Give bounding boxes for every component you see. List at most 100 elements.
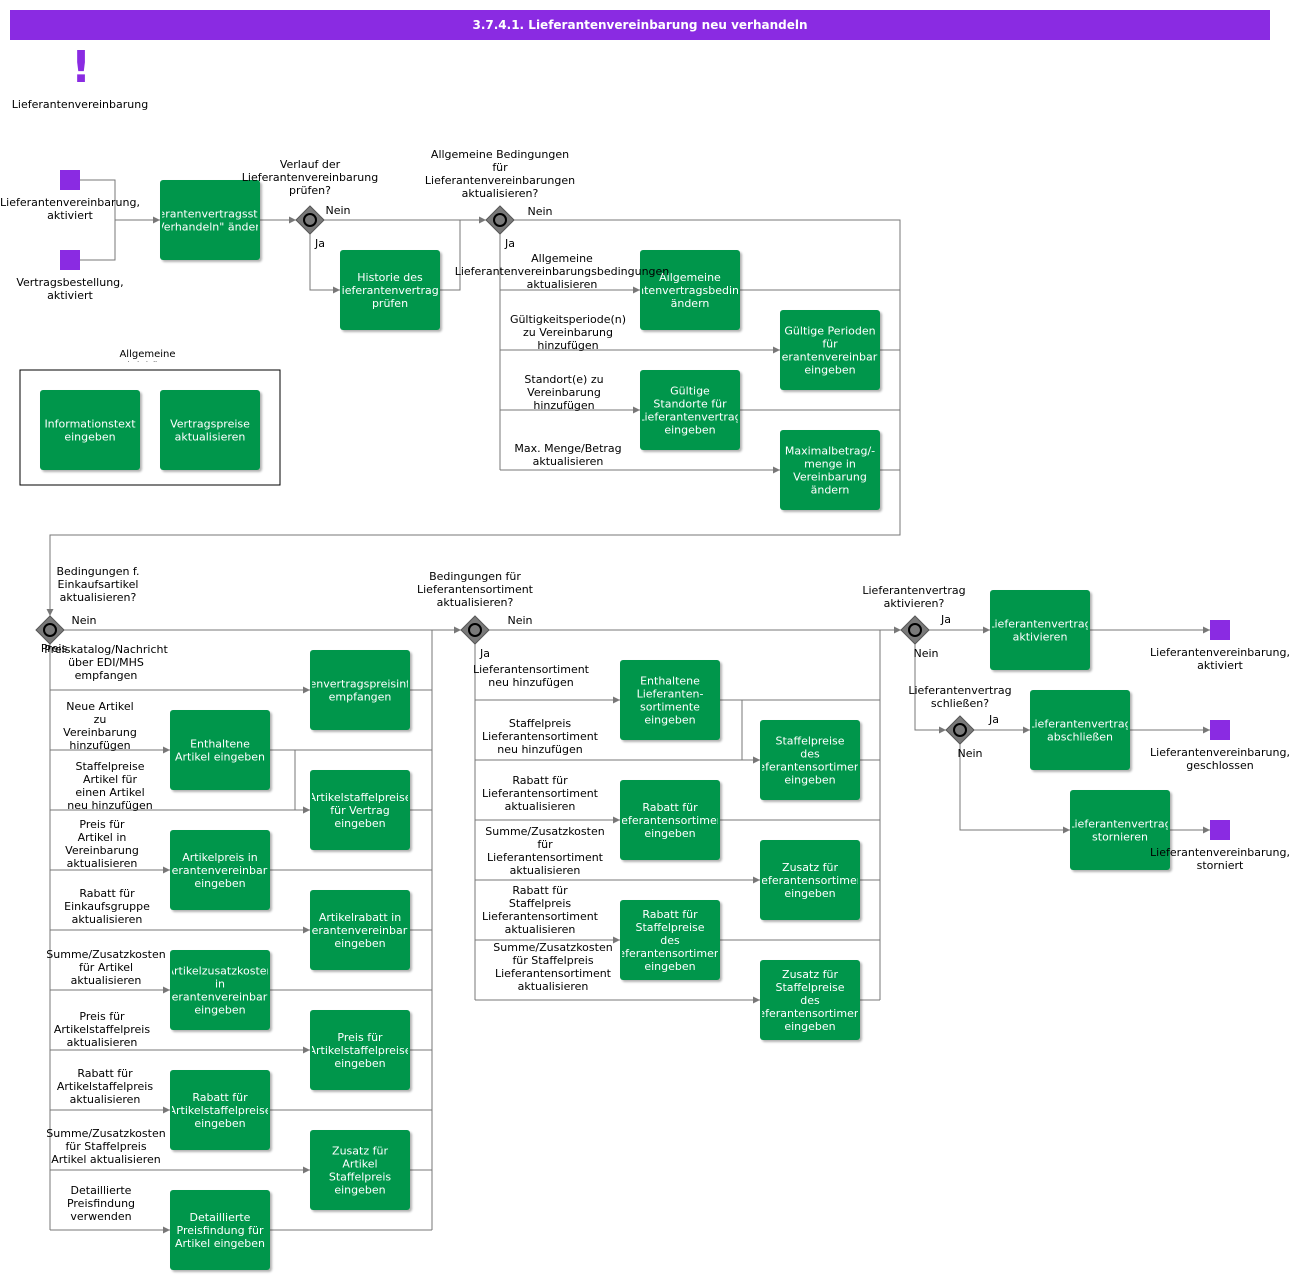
- event-end2[interactable]: [1210, 720, 1230, 740]
- event-label: Lieferantenvereinbarung,geschlossen: [1150, 746, 1290, 772]
- event-end3[interactable]: [1210, 820, 1230, 840]
- sequence-flow: [80, 220, 116, 261]
- info-element-label: Lieferantenvereinbarung: [11, 98, 149, 111]
- gateway-g6[interactable]: [945, 715, 975, 745]
- task-status[interactable]: Lieferantenvertragsstatus„Verhandeln" än…: [139, 180, 282, 260]
- flow-label-no: Nein: [507, 614, 532, 627]
- event-label: Vertragsbestellung,aktiviert: [16, 276, 123, 302]
- event-label: Lieferantenvereinbarung,storniert: [1150, 846, 1290, 872]
- sequence-flow: [46, 219, 901, 616]
- gateway-g3[interactable]: [35, 615, 65, 645]
- event-end1[interactable]: [1210, 620, 1230, 640]
- event-start2[interactable]: [60, 250, 80, 270]
- gateway-g1[interactable]: [295, 205, 325, 235]
- info-exclamation-icon: !: [70, 42, 92, 93]
- sequence-flow: [270, 749, 310, 814]
- task-label: Lieferantenvertragsstatus„Verhandeln" än…: [139, 208, 282, 234]
- event-start1[interactable]: [60, 170, 80, 190]
- gateway-g4[interactable]: [460, 615, 490, 645]
- flow-label-no: Nein: [957, 747, 982, 760]
- gateway-g5[interactable]: [900, 615, 930, 645]
- sequence-flow: [440, 220, 461, 291]
- flow-label-no: Nein: [913, 647, 938, 660]
- flow-label-yes: Ja: [479, 647, 490, 660]
- flow-label-no: Nein: [71, 614, 96, 627]
- group-label: Allgemeine Aktivitäten: [119, 349, 176, 362]
- sequence-flow: [720, 699, 760, 764]
- event-label: Lieferantenvereinbarung,aktiviert: [0, 196, 140, 222]
- gateway-g2[interactable]: [485, 205, 515, 235]
- flow-label-yes: Ja: [504, 237, 515, 250]
- diagram-title-text: 3.7.4.1. Lieferantenvereinbarung neu ver…: [472, 18, 808, 32]
- sequence-flow: [914, 644, 946, 734]
- flow-label-no: Nein: [527, 205, 552, 218]
- flow-label-no: Nein: [325, 204, 350, 217]
- event-label: Lieferantenvereinbarung,aktiviert: [1150, 646, 1290, 672]
- sequence-flow: [309, 234, 340, 294]
